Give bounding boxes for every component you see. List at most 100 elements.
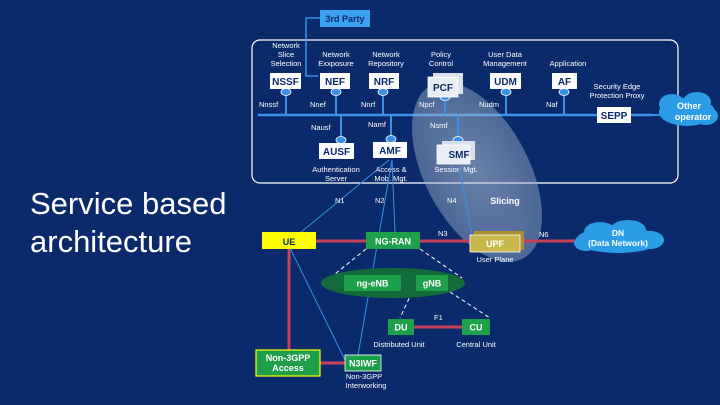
svg-text:ng-eNB: ng-eNB xyxy=(357,279,389,289)
svg-text:Access: Access xyxy=(272,363,304,373)
svg-text:AUSF: AUSF xyxy=(323,147,350,158)
gnb-box: gNB xyxy=(416,275,448,291)
nssf-description: Network Slice Selection xyxy=(271,41,302,68)
svg-text:NEF: NEF xyxy=(325,77,345,88)
control-plane-links xyxy=(289,159,473,361)
svg-text:Slice: Slice xyxy=(278,50,294,59)
svg-text:F1: F1 xyxy=(434,313,443,322)
du-box: DU xyxy=(388,319,414,335)
nef-description: Network Exxposure xyxy=(318,50,353,68)
other-operator-cloud xyxy=(659,92,718,126)
dn-line-1: DN xyxy=(612,228,624,238)
svg-text:Security Edge: Security Edge xyxy=(594,82,641,91)
svg-text:Non-3GPP: Non-3GPP xyxy=(266,353,311,363)
n3iwf-description-1: Non-3GPP xyxy=(346,372,382,381)
dn-line-2: (Data Network) xyxy=(588,238,648,248)
ausf-description-1: Authentication xyxy=(312,165,360,174)
udm-description: User Data Management xyxy=(483,50,528,68)
udm-box: UDM xyxy=(490,73,521,89)
svg-text:N6: N6 xyxy=(539,230,549,239)
ue-box: UE xyxy=(262,232,316,249)
svg-text:Repository: Repository xyxy=(368,59,404,68)
svg-text:Network: Network xyxy=(322,50,350,59)
svg-text:NG-RAN: NG-RAN xyxy=(375,237,411,247)
svg-text:DU: DU xyxy=(395,323,408,333)
af-description: Application xyxy=(550,59,587,68)
svg-text:Application: Application xyxy=(550,59,587,68)
svg-text:Nnssf: Nnssf xyxy=(259,100,279,109)
svg-text:User Data: User Data xyxy=(488,50,523,59)
svg-text:Control: Control xyxy=(429,59,454,68)
svg-text:Naf: Naf xyxy=(546,100,559,109)
svg-text:N4: N4 xyxy=(447,196,457,205)
sepp-description: Security Edge Protection Proxy xyxy=(589,82,644,100)
svg-text:NRF: NRF xyxy=(374,77,395,88)
upf-box: UPF xyxy=(469,231,524,253)
svg-text:Policy: Policy xyxy=(431,50,451,59)
svg-text:Protection Proxy: Protection Proxy xyxy=(589,91,644,100)
ausf-box: AUSF xyxy=(319,143,354,159)
svg-text:Nausf: Nausf xyxy=(311,123,332,132)
svg-text:Nnrf: Nnrf xyxy=(361,100,376,109)
ng-enb-box: ng-eNB xyxy=(344,275,401,291)
nef-box: NEF xyxy=(320,73,350,89)
svg-text:AMF: AMF xyxy=(379,146,401,157)
amf-box: AMF xyxy=(373,142,407,158)
reference-point-labels: N1 N2 N4 N3 N6 F1 xyxy=(335,196,549,322)
svg-text:N2: N2 xyxy=(375,196,385,205)
other-operator-line-2: operator xyxy=(675,112,712,122)
smf-box: SMF xyxy=(436,141,475,165)
third-party-label: 3rd Party xyxy=(325,14,364,24)
svg-text:N3IWF: N3IWF xyxy=(349,359,378,369)
data-network-cloud xyxy=(574,220,664,253)
user-plane-links xyxy=(287,239,578,365)
af-box: AF xyxy=(552,73,577,89)
nrf-description: Network Repository xyxy=(368,50,404,68)
svg-text:Management: Management xyxy=(483,59,528,68)
svg-text:Selection: Selection xyxy=(271,59,302,68)
svg-text:Network: Network xyxy=(272,41,300,50)
amf-description-1: Access & xyxy=(375,165,406,174)
svg-text:Network: Network xyxy=(372,50,400,59)
third-party-link xyxy=(305,17,320,77)
nssf-box: NSSF xyxy=(270,73,301,89)
slicing-label: Slicing xyxy=(490,196,520,206)
ran-dashed-lines xyxy=(329,248,491,319)
non-3gpp-access-box: Non-3GPP Access xyxy=(255,349,321,377)
svg-text:N3: N3 xyxy=(438,229,448,238)
other-operator-line-1: Other xyxy=(677,101,702,111)
ng-ran-box: NG-RAN xyxy=(366,232,420,249)
title-line-2: architecture xyxy=(30,224,192,259)
svg-text:UDM: UDM xyxy=(494,77,517,88)
distributed-unit-label: Distributed Unit xyxy=(373,340,425,349)
amf-description-2: Mob. Mgt. xyxy=(374,174,407,183)
svg-text:PCF: PCF xyxy=(433,83,453,94)
nrf-box: NRF xyxy=(369,73,399,89)
slicing-ellipse xyxy=(412,82,542,262)
svg-text:SMF: SMF xyxy=(448,150,469,161)
svg-text:AF: AF xyxy=(558,77,571,88)
svg-text:UPF: UPF xyxy=(486,239,505,249)
svg-text:CU: CU xyxy=(470,323,483,333)
svg-text:Npcf: Npcf xyxy=(419,100,435,109)
ausf-description-2: Server xyxy=(325,174,348,183)
svg-text:Exxposure: Exxposure xyxy=(318,59,353,68)
sepp-box: SEPP xyxy=(597,107,631,123)
title-line-1: Service based xyxy=(30,186,226,221)
svg-text:Nsmf: Nsmf xyxy=(430,121,448,130)
n3iwf-description-2: Interworking xyxy=(346,381,387,390)
svg-text:gNB: gNB xyxy=(423,279,442,289)
svg-text:NSSF: NSSF xyxy=(272,77,299,88)
svg-text:Nnef: Nnef xyxy=(310,100,327,109)
svg-text:N1: N1 xyxy=(335,196,345,205)
smf-description: Session Mgt. xyxy=(434,165,477,174)
pcf-box: PCF xyxy=(427,73,463,98)
central-unit-label: Central Unit xyxy=(456,340,497,349)
svg-text:Nudm: Nudm xyxy=(479,100,499,109)
service-interface-labels: Nnssf Nnef Nnrf Npcf Nudm Naf Nausf Namf… xyxy=(259,100,559,132)
svg-text:SEPP: SEPP xyxy=(601,111,628,122)
svg-text:UE: UE xyxy=(283,237,296,247)
third-party-box xyxy=(320,10,370,27)
